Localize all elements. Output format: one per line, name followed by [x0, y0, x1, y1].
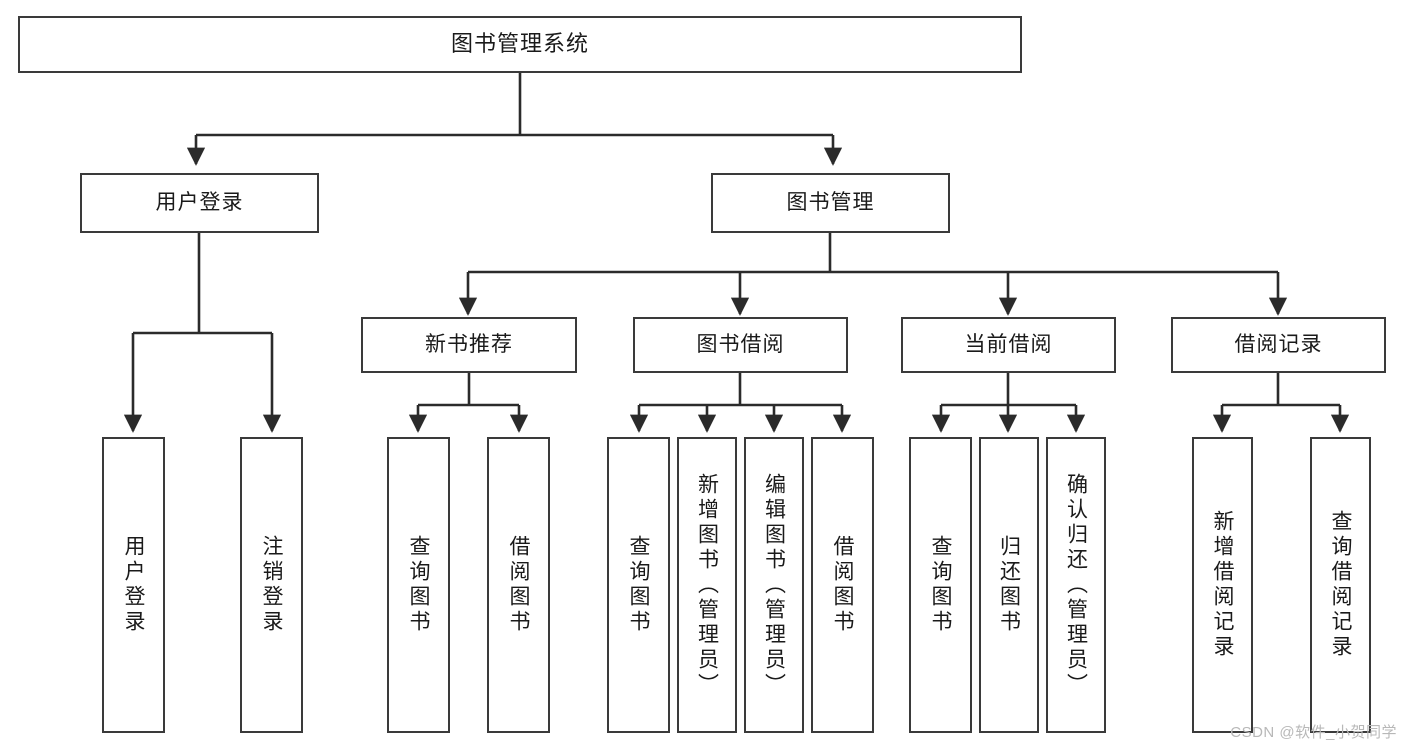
leaf-book-borrow-query-books[interactable]: 查询图书 — [607, 437, 670, 733]
leaf-book-borrow-edit-book-admin[interactable]: 编辑图书（管理员） — [744, 437, 804, 733]
leaf-new-book-query-books[interactable]: 查询图书 — [387, 437, 450, 733]
node-label: 查询图书 — [627, 535, 650, 635]
node-label: 新增借阅记录 — [1211, 510, 1234, 660]
leaf-user-login-login[interactable]: 用户登录 — [102, 437, 165, 733]
leaf-book-borrow-borrow-books[interactable]: 借阅图书 — [811, 437, 874, 733]
node-label: 用户登录 — [155, 191, 244, 215]
node-borrowing-record[interactable]: 借阅记录 — [1171, 317, 1386, 373]
node-label: 查询借阅记录 — [1329, 510, 1352, 660]
node-label: 借阅图书 — [831, 535, 854, 635]
node-label: 编辑图书（管理员） — [762, 472, 786, 698]
node-book-management[interactable]: 图书管理 — [711, 173, 950, 233]
node-label: 注销登录 — [260, 535, 283, 635]
node-label: 查询图书 — [929, 535, 952, 635]
node-label: 图书借阅 — [696, 333, 785, 357]
node-label: 用户登录 — [122, 535, 145, 635]
csdn-watermark: CSDN @软件_小贺同学 — [1230, 724, 1397, 741]
node-book-borrowing[interactable]: 图书借阅 — [633, 317, 848, 373]
node-label: 借阅记录 — [1234, 333, 1323, 357]
leaf-book-borrow-add-book-admin[interactable]: 新增图书（管理员） — [677, 437, 737, 733]
node-label: 新增图书（管理员） — [695, 472, 719, 698]
node-root-library-management-system[interactable]: 图书管理系统 — [18, 16, 1022, 73]
node-new-book-recommendation[interactable]: 新书推荐 — [361, 317, 577, 373]
leaf-current-borrow-confirm-return-admin[interactable]: 确认归还（管理员） — [1046, 437, 1106, 733]
node-label: 归还图书 — [997, 535, 1021, 635]
node-label: 查询图书 — [407, 535, 430, 635]
leaf-current-borrow-query-books[interactable]: 查询图书 — [909, 437, 972, 733]
node-label: 当前借阅 — [964, 333, 1053, 357]
leaf-borrow-record-query-record[interactable]: 查询借阅记录 — [1310, 437, 1371, 733]
node-label: 图书管理 — [786, 191, 875, 215]
node-current-borrowing[interactable]: 当前借阅 — [901, 317, 1116, 373]
node-user-login[interactable]: 用户登录 — [80, 173, 319, 233]
node-label: 图书管理系统 — [450, 31, 589, 57]
node-label: 新书推荐 — [425, 333, 513, 357]
node-label: 确认归还（管理员） — [1064, 472, 1088, 698]
leaf-new-book-borrow-books[interactable]: 借阅图书 — [487, 437, 550, 733]
leaf-user-login-logout[interactable]: 注销登录 — [240, 437, 303, 733]
leaf-current-borrow-return-books[interactable]: 归还图书 — [979, 437, 1039, 733]
leaf-borrow-record-add-record[interactable]: 新增借阅记录 — [1192, 437, 1253, 733]
node-label: 借阅图书 — [507, 535, 530, 635]
